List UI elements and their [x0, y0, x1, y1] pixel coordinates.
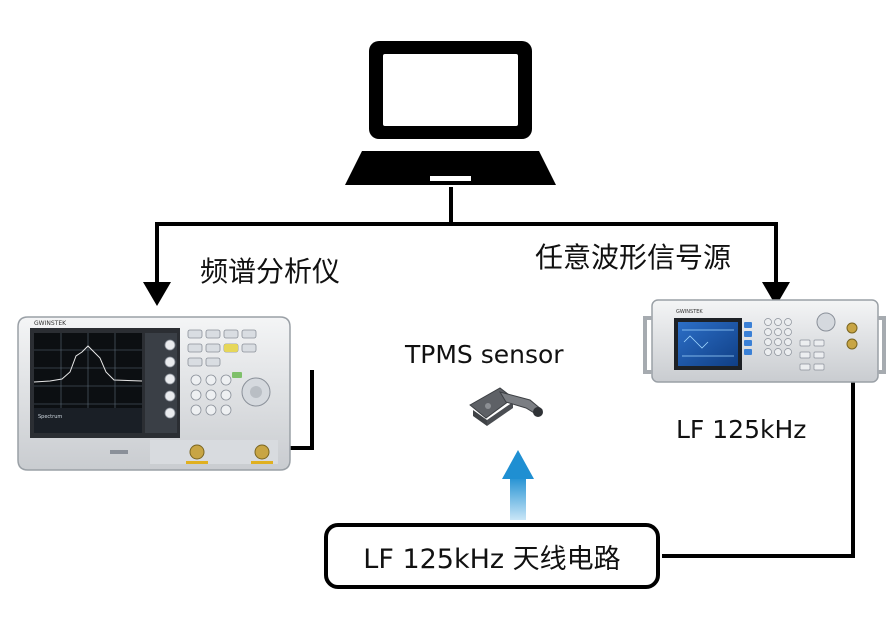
tpms-sensor-label: TPMS sensor — [405, 340, 564, 369]
arrow-down-generator — [762, 282, 790, 306]
svg-text:GWINSTEK: GWINSTEK — [676, 309, 703, 315]
generator-frequency-label: LF 125kHz — [676, 415, 807, 444]
generator-to-circuit-line — [662, 336, 855, 558]
antenna-circuit-box: LF 125kHz 天线电路 — [324, 523, 660, 589]
svg-text:GWINSTEK: GWINSTEK — [34, 320, 67, 327]
signal-generator-label: 任意波形信号源 — [535, 241, 732, 274]
svg-text:Spectrum: Spectrum — [38, 414, 62, 420]
spectrum-analyzer-label: 频谱分析仪 — [200, 255, 341, 288]
upward-arrow — [502, 450, 534, 520]
spectrum-analyzer-image: Spectrum GWINSTEK — [17, 316, 291, 471]
arrow-down-analyzer — [143, 282, 171, 306]
signal-generator-image: GWINSTEK — [643, 299, 886, 383]
laptop-icon — [345, 41, 556, 185]
antenna-circuit-label: LF 125kHz 天线电路 — [363, 543, 621, 575]
tpms-sensor-image — [469, 387, 543, 426]
